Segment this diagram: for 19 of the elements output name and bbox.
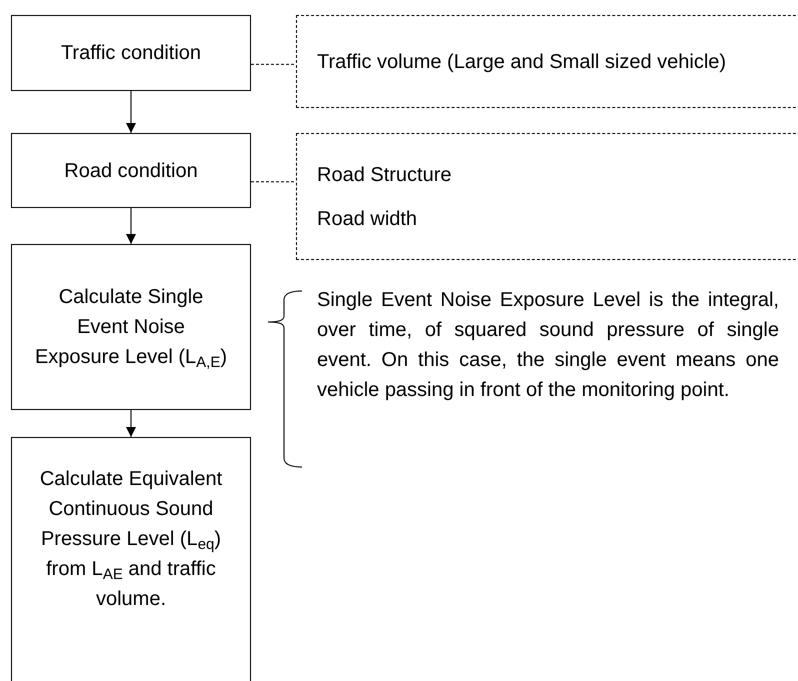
dashed-connector xyxy=(250,64,296,65)
process-box xyxy=(11,15,251,91)
arrow xyxy=(126,90,136,134)
info-text: Road width xyxy=(317,206,418,232)
step-text: Calculate Equivalent Continuous Sound Pressure Level (L$_{eq}$) from L$_{AE}$ and traffic volume. xyxy=(38,467,224,612)
dashed-info-box xyxy=(296,133,798,260)
step-text: Road condition xyxy=(64,158,198,184)
info-text: Traffic volume (Large and Small sized vehicle) xyxy=(317,50,728,74)
step-text: Traffic condition xyxy=(60,41,202,66)
info-text: Road Structure xyxy=(317,162,453,188)
arrow xyxy=(126,208,136,244)
arrow xyxy=(126,410,136,438)
dashed-connector xyxy=(250,181,296,182)
dashed-info-box xyxy=(296,15,798,108)
step-text: Calculate Single Event Noise Exposure Level (L$_{A,E}$) xyxy=(34,285,228,372)
process-box xyxy=(11,437,251,681)
note-text: Single Event Noise Exposure Level is the integral, over time, of squared sound pressure of single event. On this case, the single event means one vehicle passing in front of the monitoring point. xyxy=(317,288,779,403)
process-box xyxy=(11,133,251,208)
process-box xyxy=(11,244,251,410)
